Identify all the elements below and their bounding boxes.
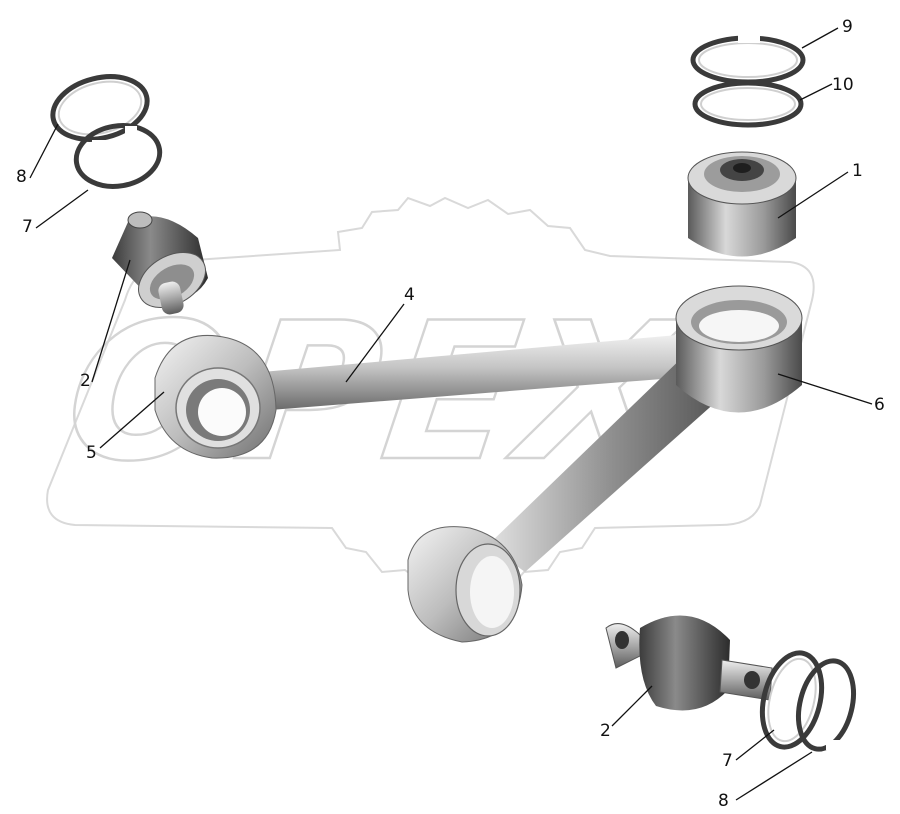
callout-2-bottom: 2 <box>600 721 611 741</box>
part-5-eye <box>154 334 277 459</box>
callout-9: 9 <box>842 17 853 37</box>
part-7-ring-top <box>73 123 163 189</box>
callout-8-bottom: 8 <box>718 791 729 811</box>
part-9-ring <box>690 33 806 85</box>
part-6-housing <box>675 285 803 413</box>
callout-2-top: 2 <box>80 371 91 391</box>
watermark-gear-outline <box>46 196 815 592</box>
leader-lines <box>29 27 873 801</box>
part-1-bushing <box>687 151 797 257</box>
part-2-silent-block-bottom <box>605 615 773 711</box>
part-7-ring-bottom <box>759 650 825 750</box>
part-8-ring-top <box>50 74 150 142</box>
callout-7-top: 7 <box>22 217 33 237</box>
part-2-silent-block-top <box>112 211 208 315</box>
lower-eye <box>407 526 523 643</box>
callout-4: 4 <box>404 285 415 305</box>
part-8-ring-bottom <box>796 658 856 752</box>
callout-10: 10 <box>832 75 854 95</box>
lower-rod <box>488 350 736 572</box>
callout-7-bottom: 7 <box>722 751 733 771</box>
callout-6: 6 <box>874 395 885 415</box>
callout-1: 1 <box>852 161 863 181</box>
part-4-rod <box>262 333 712 410</box>
part-10-ring <box>692 80 804 128</box>
callout-8-top: 8 <box>16 167 27 187</box>
callout-5: 5 <box>86 443 97 463</box>
callouts: 9 10 1 8 7 2 4 5 6 2 7 8 <box>16 17 885 811</box>
